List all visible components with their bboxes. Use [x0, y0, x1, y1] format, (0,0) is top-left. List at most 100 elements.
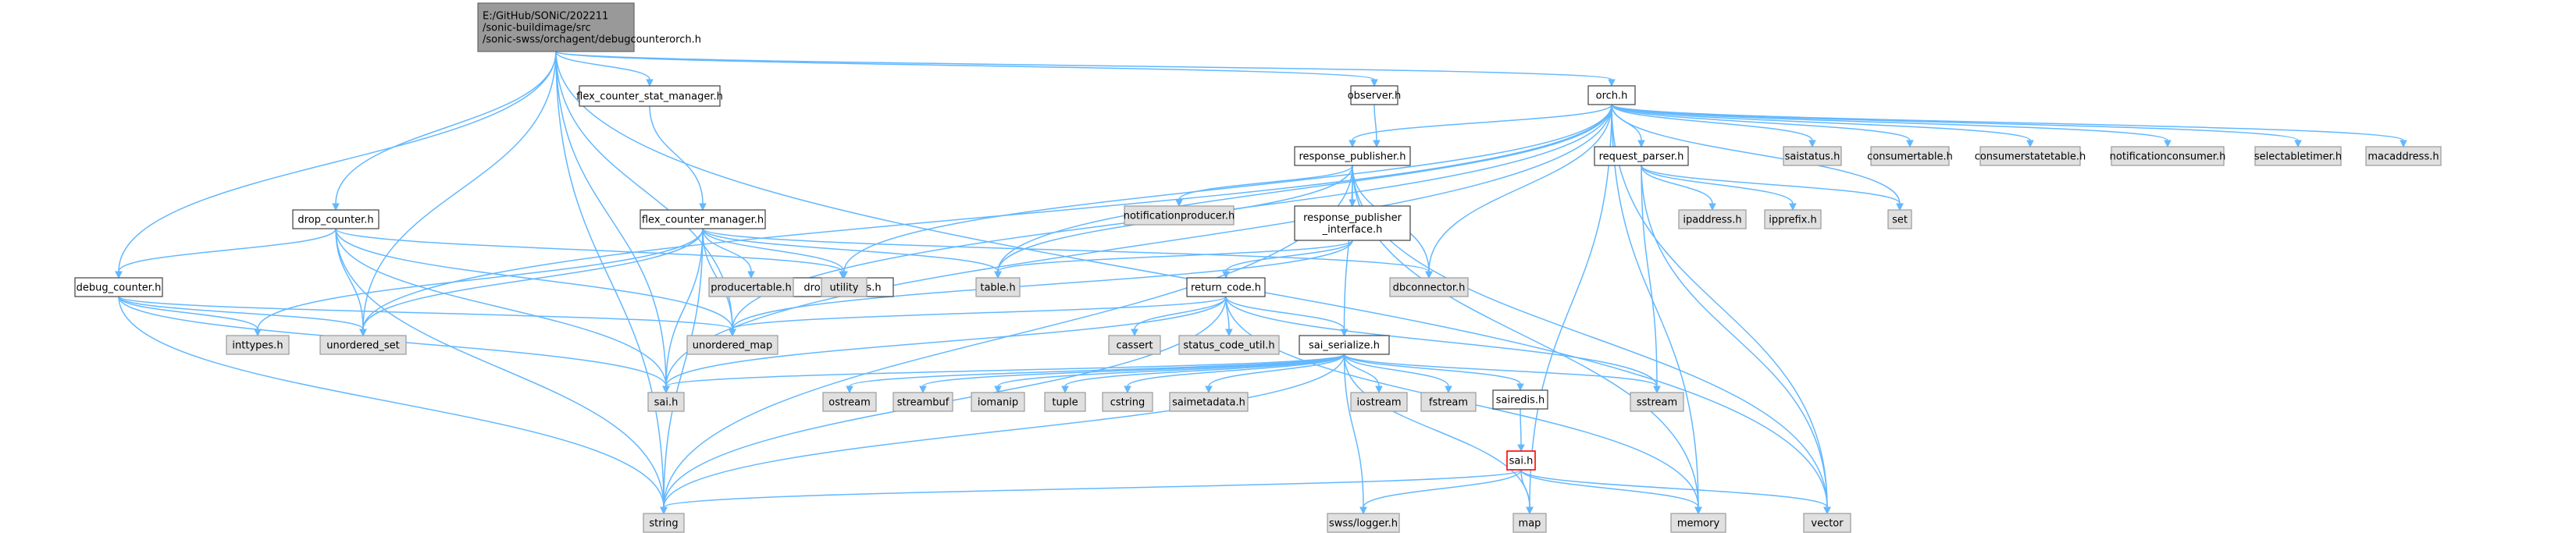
node-set: set [1887, 209, 1912, 229]
edge-root-to-orch [555, 51, 1616, 87]
node-utility: utility [821, 277, 868, 297]
node-sstream: sstream [1630, 392, 1684, 412]
node-saistatus: saistatus.h [1783, 146, 1842, 166]
node-ipaddress: ipaddress.h [1678, 209, 1747, 229]
node-label: /sonic-buildimage/src [483, 23, 591, 34]
edge-orch-to-consumertable [1611, 104, 1914, 148]
edge-sai-to-vector [1520, 469, 1831, 515]
edge-flex_counter_manager-to-unordered_set [359, 228, 704, 337]
edge-return_code-to-cassert [1131, 296, 1227, 337]
node-label: fstream [1429, 397, 1468, 409]
node-label: string [649, 518, 678, 530]
node-inttypes: inttypes.h [226, 335, 290, 355]
node-label: request_parser.h [1599, 151, 1684, 163]
node-label: cstring [1110, 397, 1145, 409]
edge-orch-to-memory [1611, 104, 1702, 515]
node-label: sairedis.h [1496, 395, 1545, 407]
node-label: _interface.h [1322, 224, 1383, 236]
node-map: map [1512, 513, 1547, 533]
edge-root-to-drop_counter [332, 51, 557, 211]
node-response-publisher-interface[interactable]: response_publisher_interface.h [1294, 205, 1411, 241]
edge-orch-to-vector [1611, 104, 1831, 515]
node-label: selectabletimer.h [2254, 151, 2342, 163]
node-label: table.h [980, 282, 1015, 294]
node-label: memory [1677, 518, 1720, 530]
edge-sai_serialize-to-cstring [1124, 354, 1345, 394]
edge-root-to-string [555, 51, 668, 515]
node-label: observer.h [1348, 91, 1402, 102]
node-observer[interactable]: observer.h [1348, 85, 1402, 105]
node-consumertable: consumertable.h [1867, 146, 1953, 166]
node-label: sai_serialize.h [1309, 340, 1380, 352]
node-label: iomanip [978, 397, 1018, 409]
edge-observer-to-list [1373, 104, 1381, 148]
node-label: consumerstatetable.h [1975, 151, 2086, 163]
node-vector: vector [1803, 513, 1851, 533]
node-label: inttypes.h [232, 340, 283, 352]
node-ipprefix: ipprefix.h [1764, 209, 1822, 229]
node-dbconnector: dbconnector.h [1389, 277, 1469, 297]
edge-orch-to-saistatus [1611, 104, 1816, 148]
node-label: map [1519, 518, 1541, 530]
node-label: drop_counter.h [298, 215, 373, 226]
node-label: macaddress.h [2368, 151, 2439, 163]
edge-orch-to-response_publisher [1349, 104, 1612, 148]
node-label: streambuf [897, 397, 950, 409]
node-iomanip: iomanip [971, 392, 1025, 412]
node-label: unordered_set [326, 340, 399, 352]
node-iostream: iostream [1350, 392, 1408, 412]
node-label: unordered_map [693, 340, 773, 352]
node-drop-counter[interactable]: drop_counter.h [292, 209, 379, 229]
node-label: vector [1811, 518, 1844, 530]
node-sai[interactable]: sai.h [1506, 450, 1536, 471]
edge-sai_serialize-to-sairedis [1343, 354, 1524, 392]
node-streambuf: streambuf [893, 392, 953, 412]
edge-response_publisher_interface-to-return_code [1222, 240, 1353, 279]
edge-orch-to-consumerstatetable [1611, 104, 2034, 148]
node-status-code-util: status_code_util.h [1178, 335, 1280, 355]
edge-request_parser-to-ipaddress [1641, 165, 1716, 211]
edge-sai-to-memory [1520, 469, 1702, 515]
edge-request_parser-to-ipprefix [1641, 165, 1797, 211]
node-notificationproducer: notificationproducer.h [1124, 205, 1235, 226]
node-response-publisher[interactable]: response_publisher.h [1294, 146, 1411, 166]
edge-root-to-debug_counter [115, 51, 557, 279]
edge-sai_serialize-to-saimetadata [1205, 354, 1345, 394]
node-sairedis[interactable]: sairedis.h [1492, 389, 1548, 410]
edge-sai_serialize-to-streambuf [919, 354, 1345, 394]
edge-response_publisher_interface-to-table [994, 240, 1353, 279]
node-request-parser[interactable]: request_parser.h [1594, 146, 1689, 166]
edge-orch-to-selectabletimer [1611, 104, 2302, 148]
nodes-layer: E:/GitHub/SONiC/202211/sonic-buildimage/… [74, 2, 2442, 533]
node-flex-counter-manager[interactable]: flex_counter_manager.h [640, 209, 766, 229]
node-producertable: producertable.h [708, 277, 794, 297]
node-cassert: cassert [1108, 335, 1161, 355]
edge-flex_counter_manager-to-producertable [702, 228, 755, 279]
edge-orch-to-macaddress [1611, 104, 2407, 148]
node-saimetadata: saimetadata.h [1169, 392, 1249, 412]
edge-orch-to-utility [840, 104, 1612, 279]
node-sai-serialize[interactable]: sai_serialize.h [1299, 335, 1390, 355]
edge-flex_counter_manager-to-table [702, 228, 1002, 279]
node-label: debug_counter.h [77, 282, 162, 294]
node-label: swss/logger.h [1329, 518, 1398, 530]
edge-drop_counter-to-debug_counter [115, 228, 337, 279]
node-label: sstream [1637, 397, 1677, 409]
node-unordered-map: unordered_map [686, 335, 779, 355]
node-selectabletimer: selectabletimer.h [2254, 146, 2342, 166]
node-label: response_publisher [1303, 212, 1402, 224]
node-fstream: fstream [1420, 392, 1477, 412]
node-label: saimetadata.h [1172, 397, 1245, 409]
edge-sai_serialize-to-iostream [1343, 354, 1383, 394]
node-orch[interactable]: orch.h [1587, 85, 1636, 105]
edge-flex_counter_stat_manager-to-flex_counter_manager [649, 105, 707, 211]
node-table: table.h [975, 277, 1021, 297]
node-flex-counter-stat-manager[interactable]: flex_counter_stat_manager.h [576, 85, 723, 107]
node-label: status_code_util.h [1183, 340, 1274, 352]
edge-orch-to-table [994, 104, 1612, 279]
node-return-code[interactable]: return_code.h [1186, 277, 1266, 297]
node-root[interactable]: E:/GitHub/SONiC/202211/sonic-buildimage/… [477, 2, 701, 52]
node-debug-counter[interactable]: debug_counter.h [74, 277, 163, 297]
node-label: dbconnector.h [1393, 282, 1466, 294]
